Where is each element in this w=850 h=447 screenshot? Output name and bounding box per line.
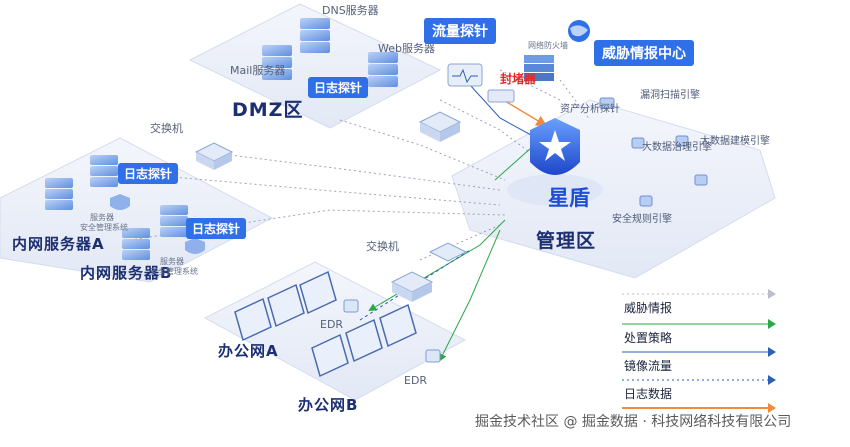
dotted-links bbox=[129, 69, 591, 261]
intranet-b-server-label: 服务器 bbox=[160, 257, 184, 266]
office-a-label: 办公网A bbox=[218, 342, 279, 360]
mirror-links bbox=[359, 84, 542, 321]
edr-label-a: EDR bbox=[320, 318, 344, 331]
legend-strategy: 处置策略 bbox=[624, 331, 673, 345]
management-platform bbox=[451, 99, 776, 279]
edr-device-icon bbox=[343, 299, 441, 363]
dmz-zone-label: DMZ区 bbox=[232, 99, 304, 121]
switch-left-icon bbox=[194, 142, 234, 170]
intranet-a-log-probe-tag: 日志探针 bbox=[118, 163, 179, 184]
bigdata-model-label: 大数据建模引擎 bbox=[700, 136, 770, 147]
shield-small-icon bbox=[110, 194, 205, 254]
flow-probe-device-icon bbox=[447, 63, 483, 87]
threat-center-tag: 威胁情报中心 bbox=[594, 40, 694, 66]
platform-name: 星盾 bbox=[548, 186, 590, 210]
mail-server-label: Mail服务器 bbox=[230, 64, 286, 77]
switch-office-label: 交换机 bbox=[366, 240, 399, 253]
rule-engine-label: 安全规则引擎 bbox=[612, 214, 672, 225]
edr-label-b: EDR bbox=[404, 374, 428, 387]
web-server-icon bbox=[368, 52, 398, 87]
intranet-b-log-probe-tag: 日志探针 bbox=[186, 218, 247, 239]
dns-server-icon bbox=[300, 18, 330, 53]
blocker-device-icon bbox=[487, 89, 515, 103]
intranet-a-server-label: 服务器 bbox=[90, 213, 114, 222]
switch-office-2-icon bbox=[428, 242, 468, 262]
dns-server-label: DNS服务器 bbox=[322, 4, 379, 17]
legend-threat-intel: 威胁情报 bbox=[624, 301, 673, 315]
globe-icon bbox=[568, 20, 590, 42]
switch-left-label: 交换机 bbox=[150, 122, 183, 135]
dmz-platform bbox=[188, 3, 442, 129]
mail-server-icon bbox=[262, 45, 292, 80]
intranet-a-server-icon bbox=[45, 155, 118, 210]
asset-probe-label: 资产分析探针 bbox=[560, 104, 620, 115]
watermark: 掘金技术社区 @ 掘金数据 · 科技网络科技有限公司 bbox=[475, 414, 792, 430]
star-shield-logo bbox=[507, 118, 603, 206]
firewall-label: 网络防火墙 bbox=[528, 41, 568, 50]
dmz-log-probe-tag: 日志探针 bbox=[308, 77, 369, 98]
legend-mirror: 镜像流量 bbox=[624, 359, 673, 373]
web-server-label: Web服务器 bbox=[378, 42, 435, 55]
intranet-a-label: 内网服务器A bbox=[12, 235, 105, 253]
monitor-icons bbox=[234, 270, 417, 378]
flow-probe-tag: 流量探针 bbox=[424, 18, 496, 44]
intranet-b-server-icon bbox=[122, 205, 188, 260]
firewall-icon bbox=[524, 55, 554, 81]
intranet-b-label: 内网服务器B bbox=[80, 264, 173, 282]
legend-log: 日志数据 bbox=[624, 387, 673, 401]
bigdata-gov-label: 大数据治理引擎 bbox=[642, 142, 712, 153]
legend-lines bbox=[622, 289, 776, 413]
switch-dmz-icon bbox=[418, 111, 462, 142]
vuln-engine-label: 漏洞扫描引擎 bbox=[640, 90, 700, 101]
switch-office-icon bbox=[390, 271, 434, 302]
blocker-label: 封堵器 bbox=[500, 72, 537, 86]
management-zone-label: 管理区 bbox=[536, 230, 597, 252]
engine-icons bbox=[599, 97, 708, 207]
intranet-a-secmgmt-label: 安全管理系统 bbox=[80, 223, 128, 232]
office-b-label: 办公网B bbox=[298, 396, 359, 414]
intranet-b-secmgmt-label: 安全管理系统 bbox=[150, 267, 198, 276]
